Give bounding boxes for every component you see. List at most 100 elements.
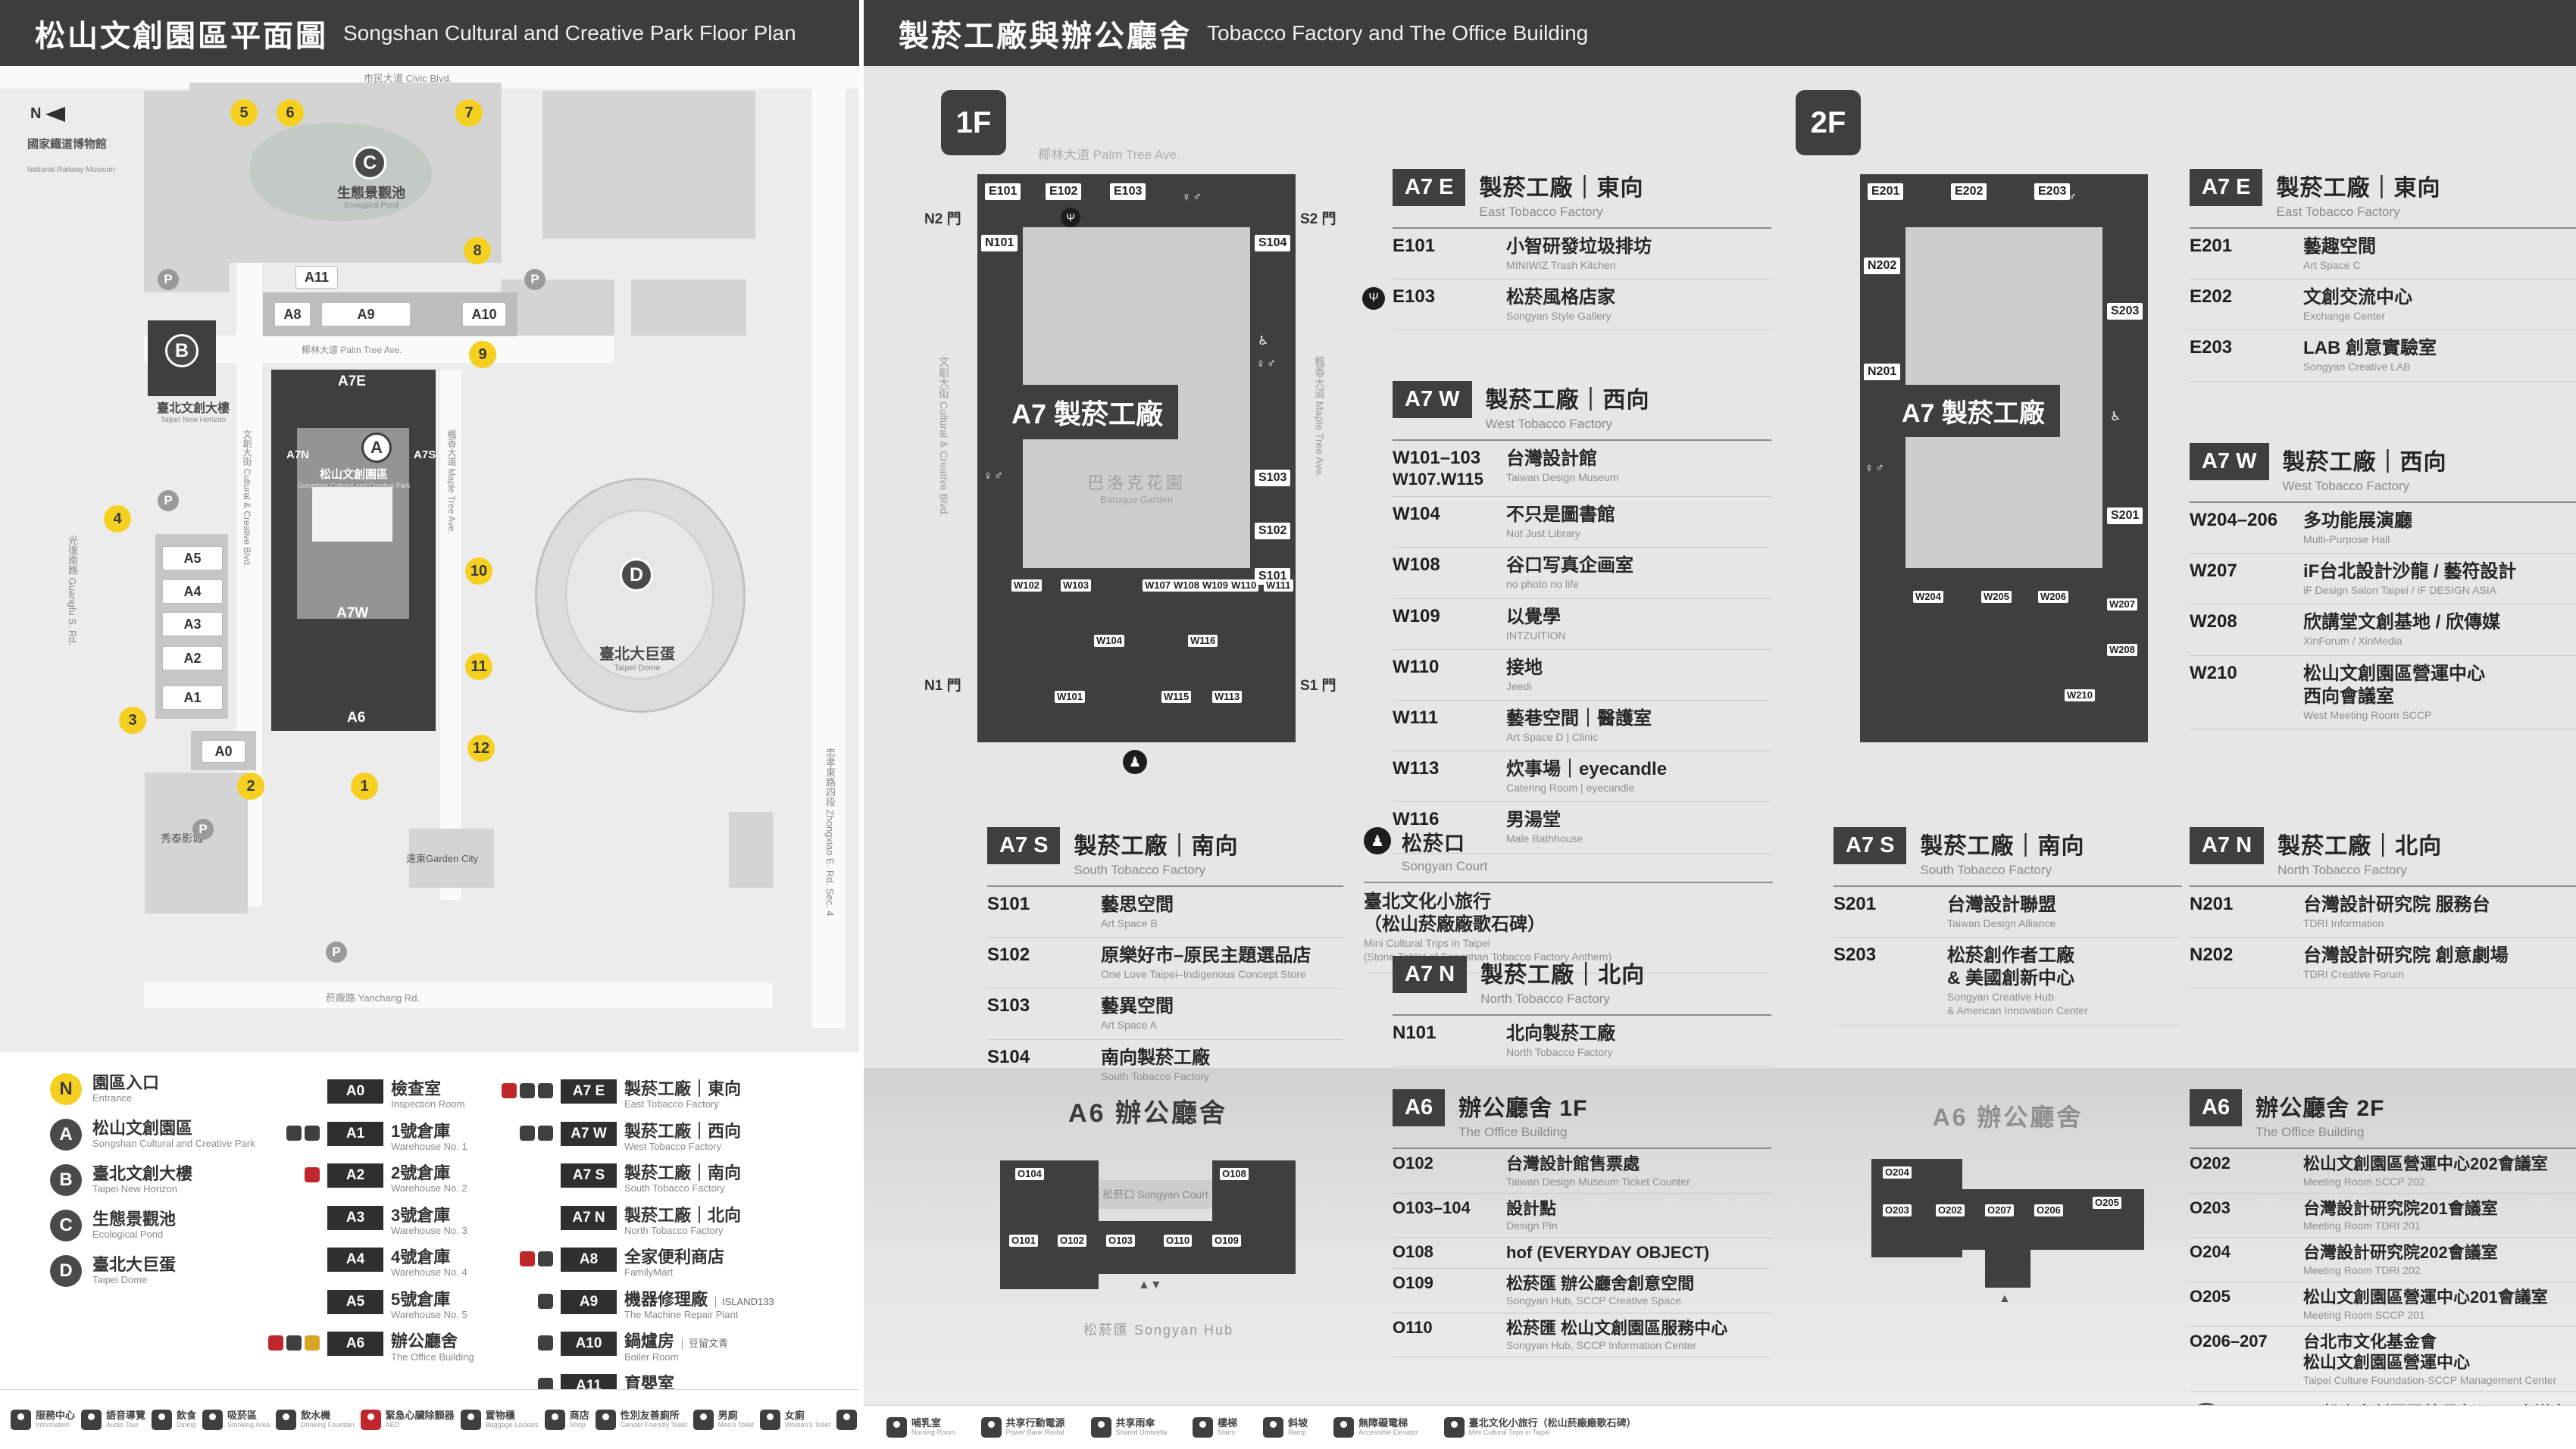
room-chip: W116 — [1188, 635, 1218, 648]
amenity-item: 緊急心臟除顫器 AED — [360, 1409, 455, 1430]
legend-row-badge: A10 — [561, 1332, 617, 1357]
entry-names: 松菸匯 松山文創園區服務中心 Songyan Hub, SCCP Informa… — [1506, 1318, 1727, 1353]
entry-name-en: Art Space D | Clinic — [1506, 730, 1599, 743]
horizon-label: 臺北文創大樓 Taipei New Horizon — [129, 402, 258, 425]
entry-names: 男湯堂 Male Bathhouse — [1506, 809, 1583, 845]
amenity-item: 共享行動電源 Power Bank Rental — [980, 1417, 1065, 1438]
parking-icon: P — [326, 942, 347, 963]
plan1-garden-label: 巴洛克花園 Baroque Garden — [1023, 470, 1250, 505]
room-chip: W110 — [1229, 579, 1259, 592]
room-entry: O205 松山文創園區營運中心201會議室 Meeting Room SCCP … — [2190, 1282, 2576, 1327]
amenity-icon — [886, 1417, 907, 1438]
section-title-zh: 製菸工廠｜南向 — [1920, 834, 2085, 859]
amenity-en: Baggage Lockers — [485, 1420, 539, 1429]
legend-place-marker: B — [50, 1164, 82, 1196]
entry-name-zh2: 松山文創園區營運中心 — [2303, 1353, 2471, 1372]
plan1-center-label: A7 製菸工廠 — [996, 385, 1179, 439]
legend-row-en: Warehouse No. 5 — [391, 1309, 467, 1321]
legend-place-marker: A — [50, 1119, 82, 1151]
room-entry: O202 松山文創園區營運中心202會議室 Meeting Room SCCP … — [2190, 1149, 2576, 1194]
legend-row-text: 5號倉庫 Warehouse No. 5 — [391, 1290, 467, 1322]
room-chip: O103 — [1106, 1235, 1135, 1248]
amenity-icon — [202, 1409, 224, 1430]
room-entry: S103 藝異空間 Art Space A — [987, 988, 1343, 1040]
plan1-street-maple: 楓香大道 Maple Tree Ave. — [1314, 356, 1326, 478]
amenity-icon — [595, 1409, 616, 1430]
legend-row-zh: 製菸工廠｜東向 — [624, 1079, 742, 1098]
amenity-item: 哺乳室 Nursing Room — [886, 1417, 955, 1438]
garden-label-zh: 巴洛克花園 — [1086, 473, 1186, 492]
legend-row-zh: 製菸工廠｜北向 — [624, 1205, 742, 1225]
room-chip: S203 — [2107, 303, 2143, 320]
entry-names: 藝思空間 Art Space B — [1101, 894, 1174, 930]
entry-name-zh: 松菸創作者工廠 — [1947, 945, 2074, 967]
entry-name-zh: 設計點 — [1506, 1198, 1557, 1218]
amenity-zh: 吸菸區 — [227, 1409, 258, 1421]
room-chip: W210 — [2065, 689, 2095, 702]
amenity-icon — [836, 1409, 858, 1430]
amenity-icon — [1443, 1417, 1465, 1438]
room-entry: S203 松菸創作者工廠 & 美國創新中心 Songyan Creative H… — [1834, 938, 2182, 1026]
entry-name-zh: 台北市文化基金會 — [2303, 1332, 2437, 1351]
amenity-labels: 女廁 Women's Toilet — [785, 1410, 830, 1429]
entry-names: 以覺學 INTZUITION — [1506, 606, 1566, 642]
entry-names: 松山文創園區營運中心202會議室 Meeting Room SCCP 202 — [2303, 1154, 2548, 1188]
factory-panel: 製菸工廠與辦公廳舍 Tobacco Factory and The Office… — [864, 0, 2576, 1449]
northeast-block — [542, 91, 755, 239]
road-yanchang — [144, 982, 773, 1008]
amenity-icon — [305, 1335, 320, 1351]
amenity-zh: 置物櫃 — [485, 1409, 515, 1421]
section-title-en: North Tobacco Factory — [2277, 863, 2407, 877]
street-palm: 椰林大道 Palm Tree Ave. — [302, 345, 402, 355]
amenity-item: 臺北文化小旅行（松山菸廠廠歌石碑） Mini Cultural Trips in… — [1443, 1417, 1637, 1438]
section-title-en: South Tobacco Factory — [1074, 863, 1206, 877]
park-map-panel: 松山文創園區平面圖 Songshan Cultural and Creative… — [0, 0, 859, 1449]
entry-name-zh: 以覺學 — [1506, 606, 1561, 627]
entry-name-zh: 南向製菸工廠 — [1101, 1047, 1210, 1068]
entry-list: E201 藝趣空間 Art Space C E202 文創交流中心 Exchan… — [2190, 229, 2576, 382]
plan-2f: E201 E202 E203 ♀♂ N202 N201 ♀♂ S203 ♿ S2… — [1815, 144, 2178, 856]
section-a7w-2f: A7 W 製菸工廠｜西向 West Tobacco Factory W204–2… — [2190, 443, 2576, 729]
entry-name-zh: 欣講堂文創基地 / 欣傳媒 — [2303, 612, 2501, 633]
songyan-hub-label: 松菸匯 Songyan Hub — [1083, 1323, 1234, 1338]
amenity-icon — [538, 1377, 553, 1393]
legend-row-icons — [267, 1248, 320, 1251]
entry-list: O202 松山文創園區營運中心202會議室 Meeting Room SCCP … — [2190, 1149, 2576, 1392]
amenity-icon — [1333, 1417, 1355, 1438]
entry-name-en: Art Space C — [2303, 259, 2361, 271]
section-a7s-1f: A7 S 製菸工廠｜南向 South Tobacco Factory S101 … — [987, 827, 1343, 1091]
amenity-labels: 共享雨傘 Shared Umbrella — [1116, 1417, 1168, 1437]
legend-place-item: A 松山文創園區 Songshan Cultural and Creative … — [50, 1119, 277, 1151]
street-zhongxiao: 忠孝東路四段 Zhongxiao E. Rd. Sec. 4 — [824, 748, 836, 917]
entry-code: O110 — [1393, 1317, 1433, 1337]
room-chip: W101 — [1055, 691, 1085, 704]
legend-row: A10 鍋爐房 豆留文青 Boiler Room — [500, 1332, 849, 1363]
legend-place-text: 松山文創園區 Songshan Cultural and Creative Pa… — [92, 1119, 255, 1151]
amenity-item: 語音導覽 Audio Tour — [81, 1409, 145, 1430]
entry-names: 多功能展演廳 Multi-Purpose Hall — [2303, 510, 2412, 546]
entry-name-en: Male Bathhouse — [1506, 832, 1583, 845]
section-badge: A6 — [1393, 1089, 1446, 1126]
legend-row-icons — [500, 1163, 553, 1167]
amenity-labels: 哺乳室 Nursing Room — [911, 1417, 955, 1437]
legend-row-zh: 製菸工廠｜西向 — [624, 1121, 742, 1141]
dining-icon — [1362, 287, 1385, 311]
pill-a3: A3 — [162, 612, 223, 636]
amenity-icon — [268, 1335, 283, 1351]
room-chip: O104 — [1015, 1168, 1044, 1181]
entry-name-en: North Tobacco Factory — [1506, 1046, 1613, 1058]
entry-names: 原樂好市–原民主題選品店 One Love Taipei–Indigenous … — [1101, 945, 1311, 981]
section-a7w-1f: A7 W 製菸工廠｜西向 West Tobacco Factory W101–1… — [1393, 381, 1771, 854]
label-a7e: A7E — [338, 373, 366, 389]
section-title-zh: 製菸工廠｜北向 — [1480, 963, 1646, 988]
entry-name-en: no photo no life — [1506, 578, 1579, 591]
room-chip: N201 — [1864, 364, 1901, 380]
entry-names: LAB 創意實驗室 Songyan Creative LAB — [2303, 337, 2437, 373]
section-titles: 製菸工廠｜東向 East Tobacco Factory — [2276, 169, 2440, 220]
entry-code: O109 — [1393, 1273, 1433, 1292]
plan1-band-top — [977, 174, 1296, 227]
legend-row-badge: A6 — [327, 1332, 383, 1357]
left-header: 松山文創園區平面圖 Songshan Cultural and Creative… — [0, 0, 859, 66]
room-entry: W111 藝巷空間｜醫護室 Art Space D | Clinic — [1393, 701, 1771, 752]
amenity-zh: 臺北文化小旅行（松山菸廠廠歌石碑） — [1468, 1417, 1637, 1429]
